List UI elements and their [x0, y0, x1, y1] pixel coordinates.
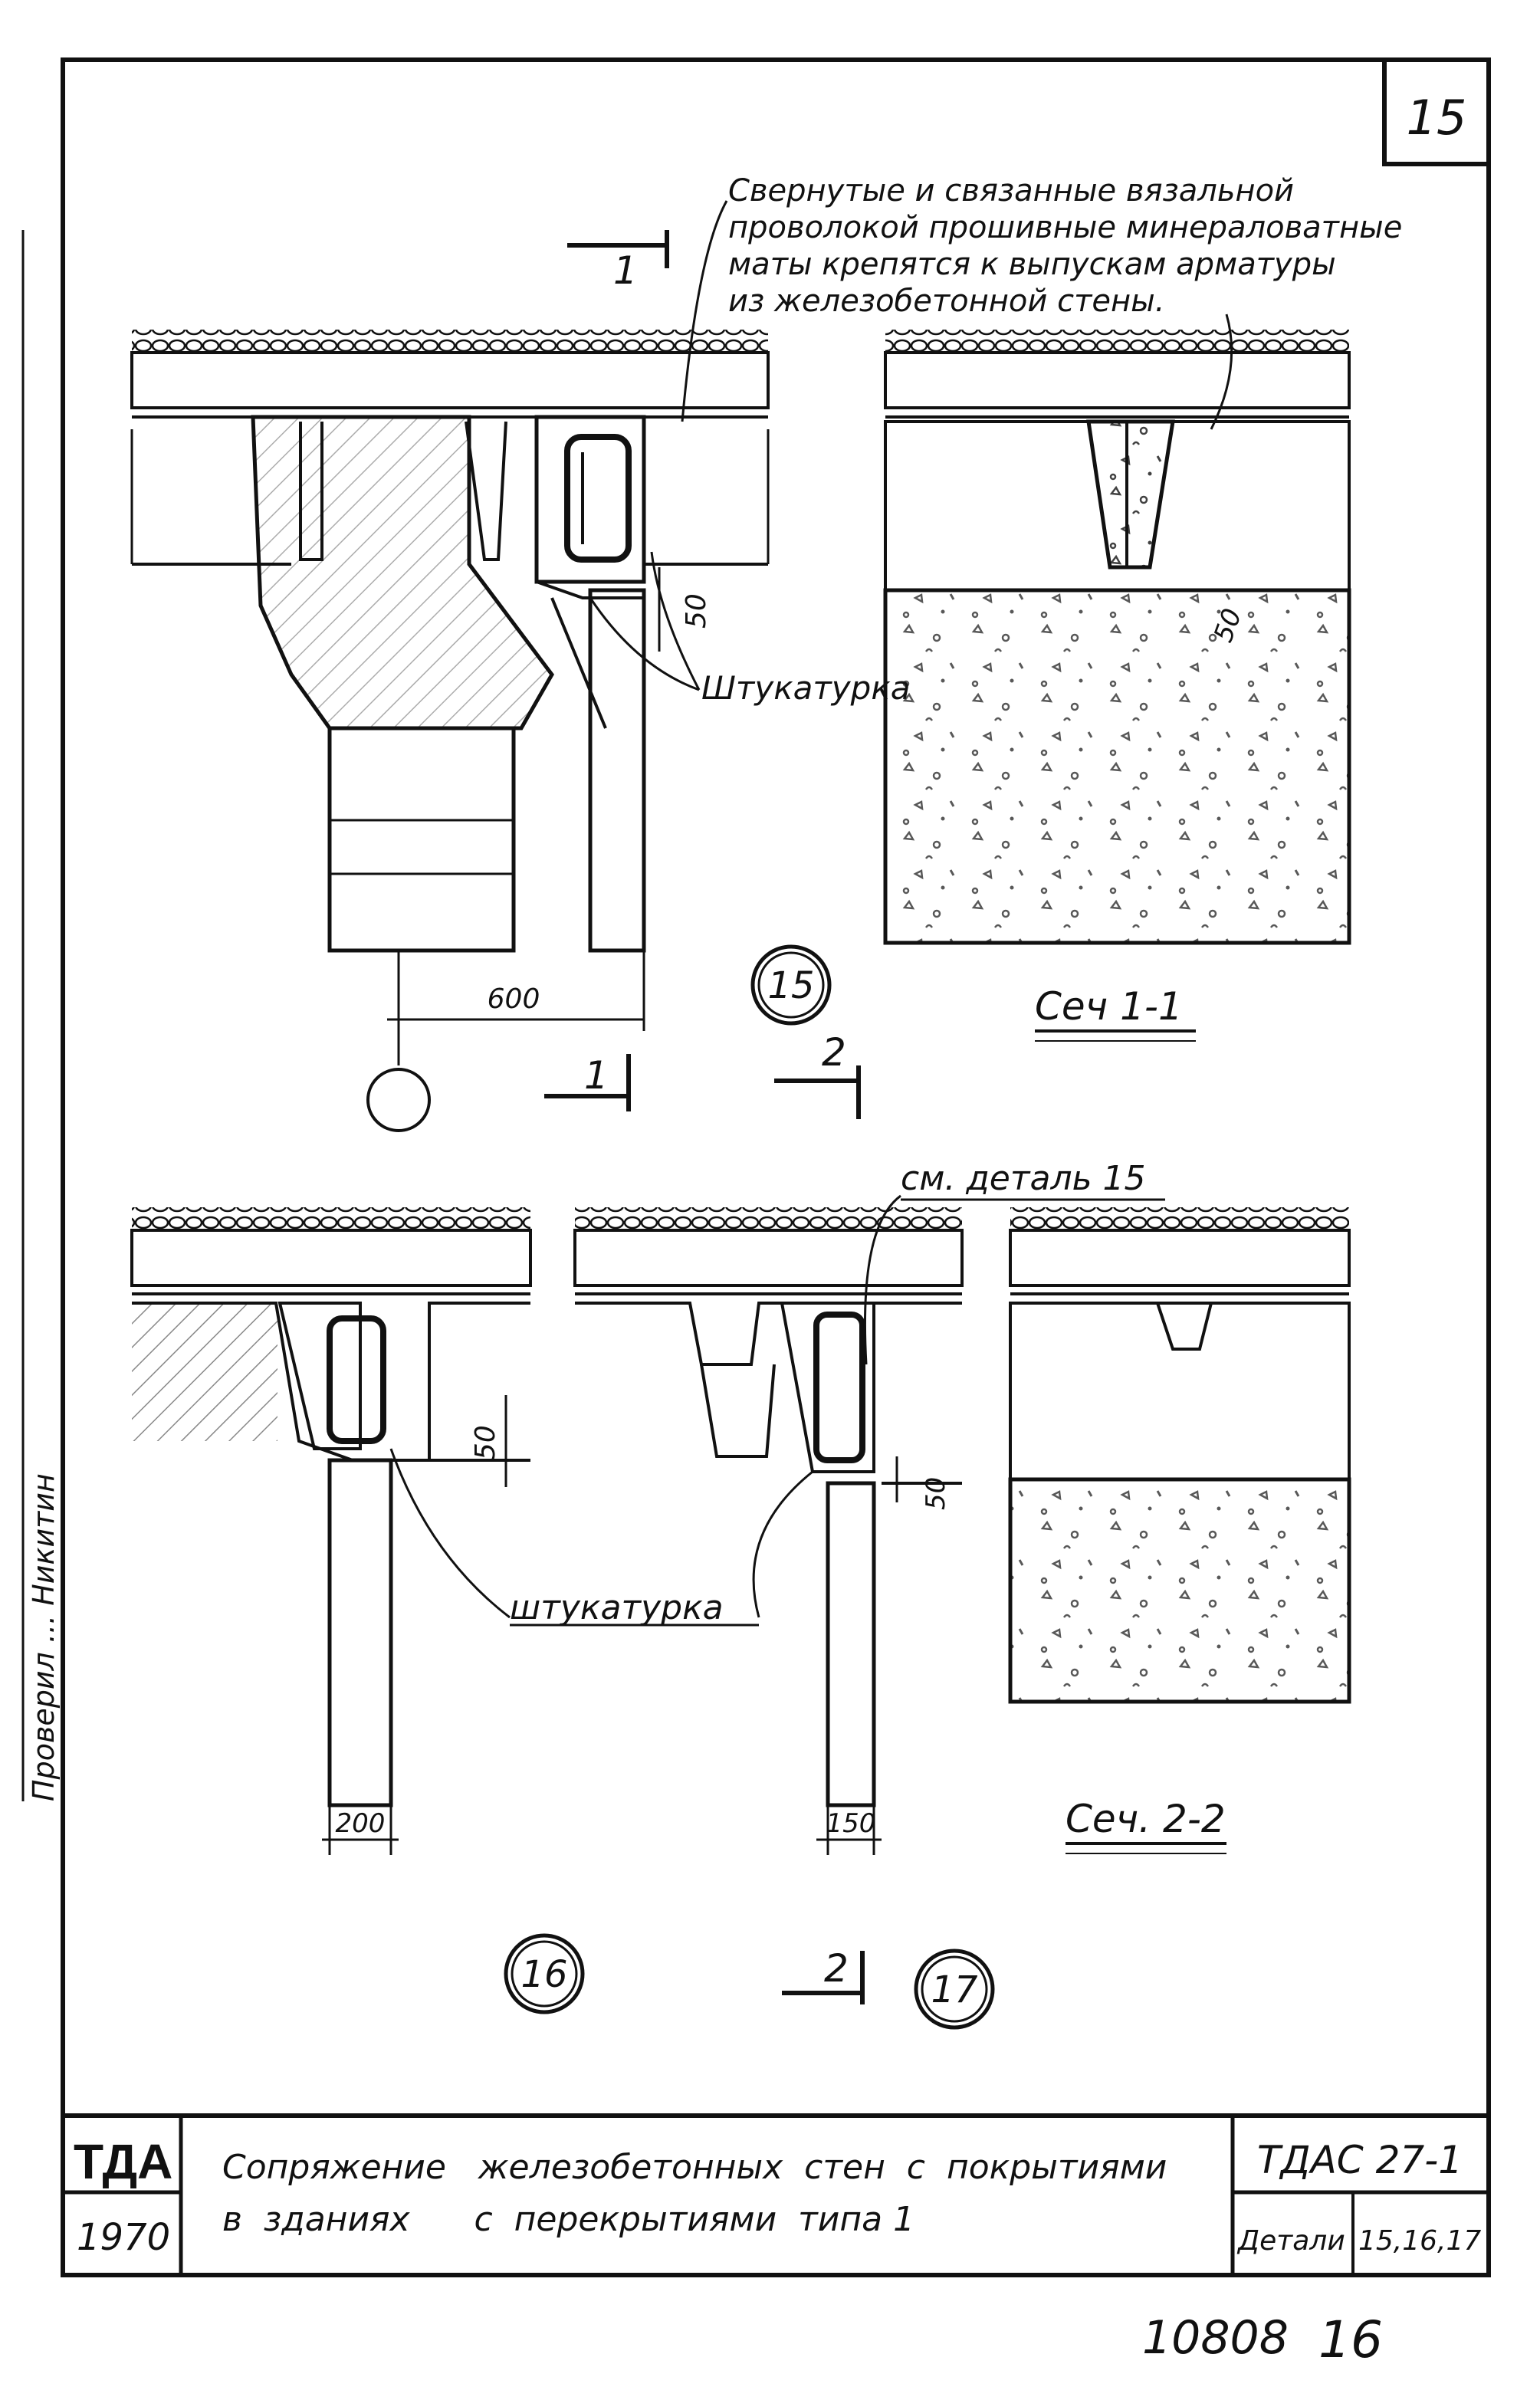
svg-text:Сеч 1-1: Сеч 1-1: [1035, 984, 1183, 1029]
svg-text:2: 2: [822, 1030, 846, 1075]
svg-text:см. деталь 15: см. деталь 15: [901, 1159, 1145, 1198]
detail-15-drawing: [130, 330, 770, 953]
sheet-frame: [61, 57, 1491, 2277]
dimension-15-gap: 50: [658, 567, 712, 652]
svg-text:150: 150: [826, 1808, 876, 1839]
svg-text:маты крепятся к выпускам армат: маты крепятся к выпускам арматуры: [728, 247, 1336, 282]
cut-marker-2-bottom: 2: [782, 1946, 865, 2004]
section-2-2-drawing: [1008, 1207, 1351, 1704]
bottom-number: 10808: [1142, 2311, 1289, 2365]
svg-text:17: 17: [931, 1968, 978, 2011]
cut-marker-2-top: 2: [774, 1030, 861, 1119]
dimension-16-width: 200: [322, 1805, 399, 1855]
cut-marker-1-bottom: 1: [544, 1053, 631, 1111]
side-signature: Проверил ... Никитин: [21, 230, 61, 1801]
series-code: ТДАС 27-1: [1257, 2138, 1463, 2182]
svg-text:200: 200: [336, 1808, 386, 1839]
svg-text:2: 2: [824, 1946, 849, 1991]
page-number-box: [1382, 57, 1491, 166]
section-1-1-drawing: 50: [883, 330, 1351, 945]
svg-text:15: 15: [767, 964, 814, 1007]
axis-marker-circle: [366, 1068, 431, 1132]
details-label: Детали: [1236, 2225, 1345, 2257]
svg-text:штукатурка: штукатурка: [510, 1588, 724, 1627]
svg-text:проволокой прошивные минералов: проволокой прошивные минераловатные: [728, 210, 1402, 245]
sheet-title-line-1: Сопряжение железобетонных стен с покрыти…: [222, 2148, 1167, 2187]
dimension-15-width: 600: [387, 950, 645, 1065]
title-block: [63, 2113, 1489, 2275]
svg-text:600: 600: [488, 983, 540, 1015]
svg-text:Сеч. 2-2: Сеч. 2-2: [1066, 1797, 1226, 1841]
section-1-1-title: Сеч 1-1: [1035, 984, 1196, 1042]
cut-marker-1-top: 1: [567, 230, 669, 293]
sheet-title-line-2: в зданиях с перекрытиями типа 1: [222, 2200, 914, 2239]
svg-text:Свернутые и связанные вязально: Свернутые и связанные вязальной: [728, 173, 1294, 208]
detail-17-drawing: [573, 1207, 964, 1807]
bottom-sheet-number: 16: [1318, 2310, 1383, 2369]
svg-text:Проверил ... Никитин: Проверил ... Никитин: [27, 1473, 61, 1801]
svg-text:50: 50: [470, 1425, 501, 1460]
dimension-17-width: 150: [816, 1805, 882, 1855]
page-number: 15: [1407, 90, 1467, 146]
dimension-16-gap: 50: [470, 1395, 507, 1487]
main-note: Свернутые и связанные вязальной проволок…: [681, 173, 1402, 430]
plaster-label-15: Штукатурка: [589, 551, 910, 707]
detail-15-marker: 15: [750, 944, 832, 1026]
see-detail-label: см. деталь 15: [864, 1159, 1165, 1365]
section-2-2-title: Сеч. 2-2: [1066, 1797, 1226, 1854]
stamp-year: 1970: [77, 2216, 170, 2259]
svg-text:1: 1: [613, 248, 638, 293]
svg-text:50: 50: [681, 593, 712, 629]
stamp-org: ТДА: [74, 2134, 172, 2189]
detail-16-marker: 16: [504, 1933, 585, 2014]
detail-16-drawing: [130, 1207, 532, 1807]
svg-text:из железобетонной стены.: из железобетонной стены.: [728, 284, 1164, 319]
svg-text:50: 50: [921, 1477, 951, 1510]
details-value: 15,16,17: [1358, 2225, 1481, 2257]
svg-text:Штукатурка: Штукатурка: [701, 669, 910, 707]
svg-text:1: 1: [584, 1053, 609, 1098]
dimension-17-gap: 50: [895, 1456, 951, 1510]
svg-text:16: 16: [520, 1953, 567, 1996]
detail-17-marker: 17: [914, 1949, 995, 2030]
plaster-label-16-17: штукатурка: [389, 1448, 813, 1627]
